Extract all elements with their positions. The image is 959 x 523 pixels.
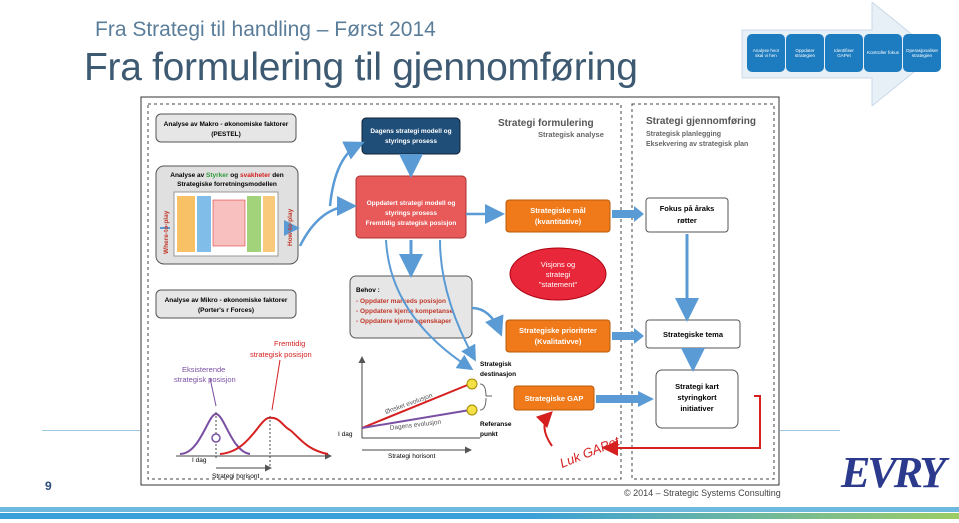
updated-model-line2: styrings prosess bbox=[385, 210, 437, 217]
priorities-line1: Strategiske prioriteter bbox=[519, 326, 597, 335]
needs-item-1: - Oppdater markeds posisjon bbox=[356, 298, 446, 305]
desired-evolution-line bbox=[361, 383, 471, 429]
micro-line2: (Porter's r Forces) bbox=[198, 307, 254, 314]
footer-bar-bottom bbox=[0, 513, 959, 519]
divider-line-left bbox=[42, 430, 140, 431]
current-evolution-line bbox=[361, 409, 471, 429]
reference-point bbox=[466, 404, 478, 416]
updated-model-box bbox=[355, 175, 467, 239]
footer-bar-top bbox=[0, 507, 959, 512]
chevron-step-4: Kontroller fokus bbox=[864, 34, 902, 72]
chevron-step-3: Identifiser GAPet bbox=[825, 34, 863, 72]
goals-line2: (kvantitative) bbox=[535, 217, 582, 226]
micro-line1: Analyse av Mikro - økonomiske faktorer bbox=[165, 297, 288, 304]
gjennomforing-section bbox=[631, 103, 775, 480]
how-to-play-label: How-to-play bbox=[287, 208, 294, 246]
dist-horizon-label: Strategi horisont bbox=[212, 473, 260, 480]
micro-analysis-box bbox=[155, 289, 297, 319]
dist-today-label: I dag bbox=[192, 457, 207, 464]
evo-today-label: I dag bbox=[338, 431, 353, 438]
page-number: 9 bbox=[45, 479, 52, 493]
evry-logo: EVRY bbox=[841, 448, 946, 497]
destination-label-1: Strategisk bbox=[480, 361, 512, 368]
swot-line2: Strategiske forretningsmodellen bbox=[177, 181, 277, 188]
vision-line1: Visjons og bbox=[541, 260, 575, 269]
existing-label-1: Eksisterende bbox=[182, 365, 225, 374]
updated-model-line1: Oppdatert strategi modell og bbox=[367, 200, 456, 207]
chevron-step-2: Oppdater strategien bbox=[786, 34, 824, 72]
updated-model-line3: Fremtidig strategisk posisjon bbox=[366, 220, 457, 227]
evo-horizon-label: Strategi horisont bbox=[388, 453, 436, 460]
vision-line2: strategi bbox=[546, 270, 571, 279]
strategy-diagram: Strategi formulering Strategisk analyse … bbox=[140, 96, 780, 486]
map-line3: initiativer bbox=[680, 404, 713, 413]
destination-label-2: destinasjon bbox=[480, 371, 516, 378]
needs-heading: Behov : bbox=[356, 287, 380, 294]
slide-title: Fra formulering til gjennomføring bbox=[84, 46, 638, 89]
future-label-1: Fremtidig bbox=[274, 339, 305, 348]
current-model-line2: styrings prosess bbox=[385, 138, 437, 145]
arrow-gap-map bbox=[596, 391, 654, 407]
vision-ellipse bbox=[509, 247, 607, 301]
themes-label: Strategiske tema bbox=[663, 330, 724, 339]
vision-line3: "statement" bbox=[539, 280, 578, 289]
macro-line2: (PESTEL) bbox=[211, 131, 241, 138]
priorities-line2: (Kvalitativve) bbox=[535, 337, 582, 346]
copyright-text: © 2014 – Strategic Systems Consulting bbox=[624, 488, 781, 498]
map-line1: Strategi kart bbox=[675, 382, 719, 391]
strategic-priorities-box bbox=[505, 319, 611, 353]
future-label-2: strategisk posisjon bbox=[250, 350, 312, 359]
reference-label-2: punkt bbox=[480, 431, 499, 438]
map-line2: styringkort bbox=[677, 393, 717, 402]
needs-item-2: - Oppdatere kjerne kompetanse bbox=[356, 308, 454, 315]
focus-line2: røtter bbox=[677, 216, 697, 225]
needs-item-3: - Oppdatere kjerne egenskaper bbox=[356, 318, 452, 325]
reference-label-1: Referanse bbox=[480, 421, 512, 428]
where-to-play-label: Where-to-play bbox=[163, 210, 170, 254]
macro-analysis-box bbox=[155, 113, 297, 143]
current-model-box bbox=[361, 117, 461, 155]
gjennomforing-title: Strategi gjennomføring bbox=[646, 116, 756, 127]
deck-subtitle: Fra Strategi til handling – Først 2014 bbox=[95, 18, 436, 41]
focus-line1: Fokus på åraks bbox=[660, 204, 715, 213]
needs-box bbox=[349, 275, 473, 339]
focus-box bbox=[645, 197, 729, 233]
divider-line-right bbox=[780, 430, 840, 431]
destination-point bbox=[466, 378, 478, 390]
swot-line1: Analyse av Styrker og svakheter den bbox=[170, 172, 284, 179]
chevron-step-5: Operasjonaliser strategien bbox=[903, 34, 941, 72]
formulering-subtitle: Strategisk analyse bbox=[538, 130, 604, 139]
strategic-goals-box bbox=[505, 199, 611, 233]
goals-line1: Strategiske mål bbox=[530, 206, 585, 215]
macro-line1: Analyse av Makro - økonomiske faktorer bbox=[164, 121, 289, 128]
gap-label: Strategiske GAP bbox=[525, 394, 584, 403]
future-position-curve bbox=[219, 416, 329, 455]
gjennomforing-line2: Eksekvering av strategisk plan bbox=[646, 141, 748, 148]
gjennomforing-line1: Strategisk planlegging bbox=[646, 131, 721, 138]
strategic-gap-box bbox=[513, 385, 595, 411]
chevron-step-1: Analyse hvor skal vi hen bbox=[747, 34, 785, 72]
existing-label-2: strategisk posisjon bbox=[174, 375, 236, 384]
formulering-section bbox=[147, 103, 622, 480]
current-model-line1: Dagens strategi modell og bbox=[370, 128, 451, 135]
formulering-title: Strategi formulering bbox=[498, 118, 594, 129]
arrow-priorities-themes bbox=[612, 328, 644, 344]
arrow-goals-focus bbox=[612, 206, 644, 222]
